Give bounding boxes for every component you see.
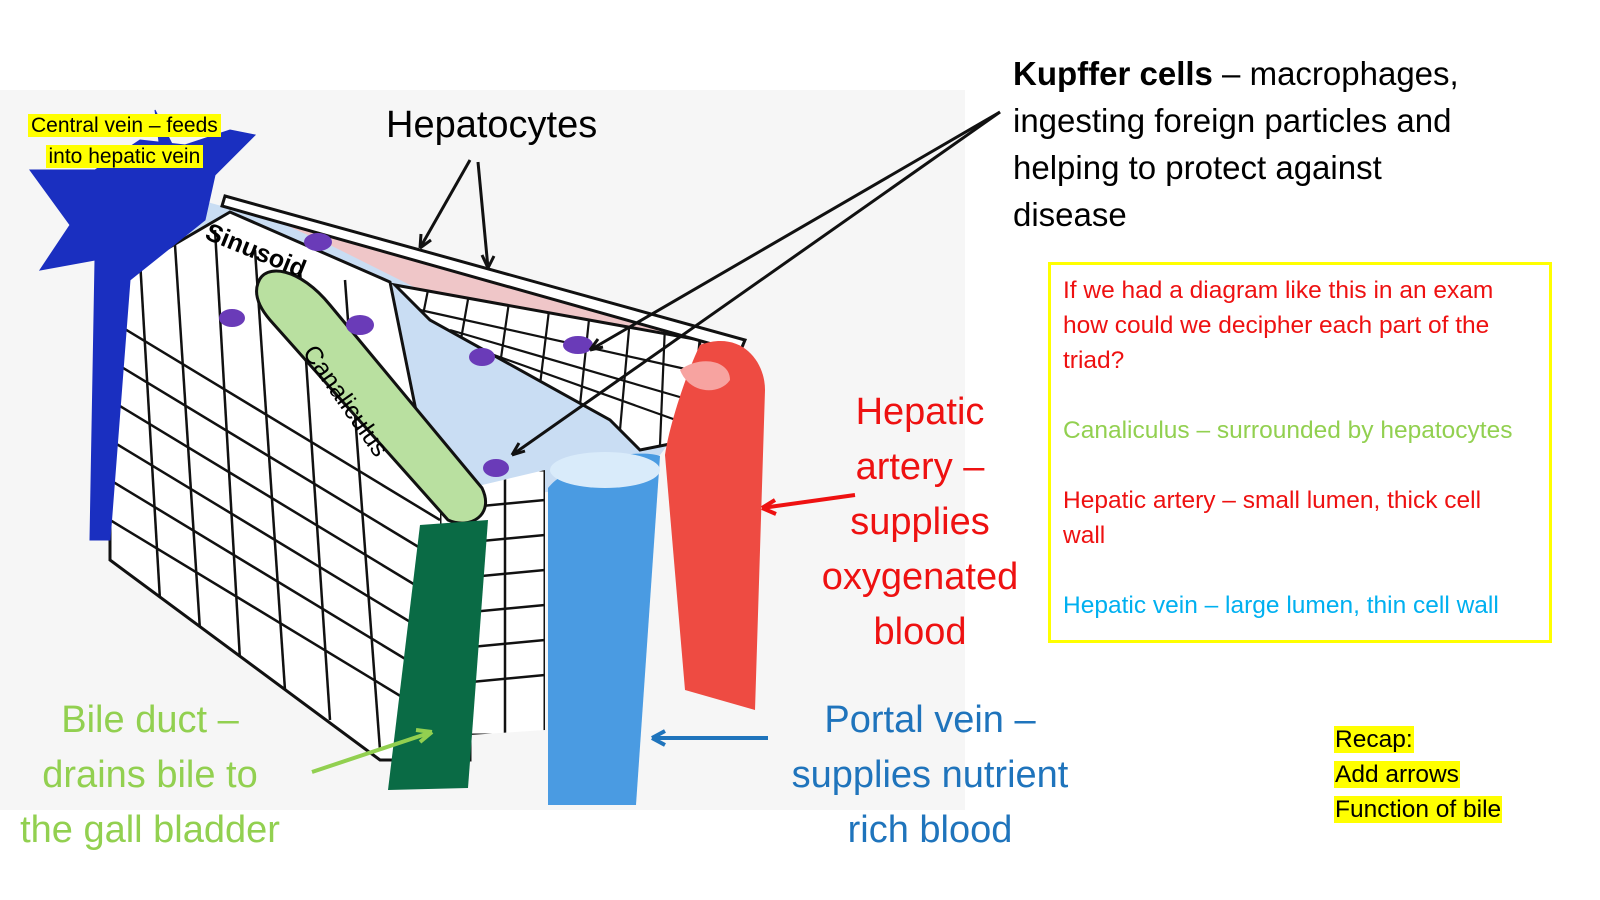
hepatic-artery-label: Hepatic artery – supplies oxygenated blo…	[800, 385, 1040, 660]
recap-note: Recap: Add arrows Function of bile	[1334, 722, 1503, 827]
exam-artery-hint-2: wall	[1063, 522, 1106, 549]
exam-question-box: If we had a diagram like this in an exam…	[1048, 262, 1552, 643]
portal-vein-label: Portal vein – supplies nutrient rich blo…	[760, 693, 1100, 858]
bile-duct-line-1: Bile duct –	[61, 699, 239, 741]
exam-canaliculus-hint: Canaliculus – surrounded by hepatocytes	[1063, 417, 1513, 444]
label-arrows	[311, 110, 1001, 774]
bile-duct-shape	[388, 520, 488, 790]
hepatocytes-arrow-1	[418, 159, 472, 249]
hepatic-artery-line-3: supplies	[850, 501, 990, 543]
kupffer-desc-4: disease	[1013, 196, 1127, 233]
portal-vein-shape	[548, 453, 660, 805]
recap-item-arrows: Add arrows	[1334, 761, 1460, 788]
central-vein-label-line-2: into hepatic vein	[45, 145, 204, 168]
hepatic-artery-line-5: blood	[873, 611, 967, 653]
recap-item-bile: Function of bile	[1334, 796, 1503, 823]
exam-question-line-2: how could we decipher each part of the	[1063, 312, 1490, 339]
exam-vein-hint: Hepatic vein – large lumen, thin cell wa…	[1063, 592, 1499, 619]
exam-artery-hint-1: Hepatic artery – small lumen, thick cell	[1063, 487, 1482, 514]
hepatic-artery-line-4: oxygenated	[821, 556, 1019, 598]
kupffer-desc-1: – macrophages,	[1212, 55, 1459, 92]
hepatocytes-arrow-2	[476, 161, 490, 269]
left-hepatocyte-grid	[110, 229, 441, 751]
canaliculus-shape	[255, 269, 488, 525]
hepatic-artery-line-1: Hepatic	[855, 391, 985, 433]
portal-vein-line-1: Portal vein –	[824, 699, 1036, 741]
bile-duct-label: Bile duct – drains bile to the gall blad…	[0, 693, 300, 858]
end-hepatocyte-grid	[418, 285, 691, 446]
kupffer-arrow-1	[589, 110, 1001, 352]
bile-duct-line-2: drains bile to	[42, 754, 258, 796]
artery-arrow	[761, 493, 856, 510]
portal-vein-line-2: supplies nutrient	[791, 754, 1069, 796]
kupffer-arrow-2	[511, 110, 1001, 457]
kupffer-cells	[219, 233, 593, 477]
hepatic-artery-line-2: artery –	[855, 446, 985, 488]
central-vein-label-line-1: Central vein – feeds	[28, 114, 221, 137]
bile-duct-arrow	[311, 730, 433, 774]
kupffer-desc-2: ingesting foreign particles and	[1013, 102, 1452, 139]
kupffer-desc-3: helping to protect against	[1013, 149, 1382, 186]
hepatic-artery-shape	[665, 341, 765, 710]
kupffer-cells-label: Kupffer cells – macrophages, ingesting f…	[1013, 50, 1573, 238]
kupffer-title: Kupffer cells	[1013, 55, 1213, 92]
central-vein-label: Central vein – feeds into hepatic vein	[28, 110, 221, 172]
bile-duct-line-3: the gall bladder	[20, 809, 280, 851]
hepatocytes-label: Hepatocytes	[386, 104, 598, 146]
portal-vein-line-3: rich blood	[847, 809, 1013, 851]
recap-title: Recap:	[1334, 726, 1414, 753]
exam-question-line-1: If we had a diagram like this in an exam	[1063, 277, 1494, 304]
exam-question-line-3: triad?	[1063, 347, 1125, 374]
